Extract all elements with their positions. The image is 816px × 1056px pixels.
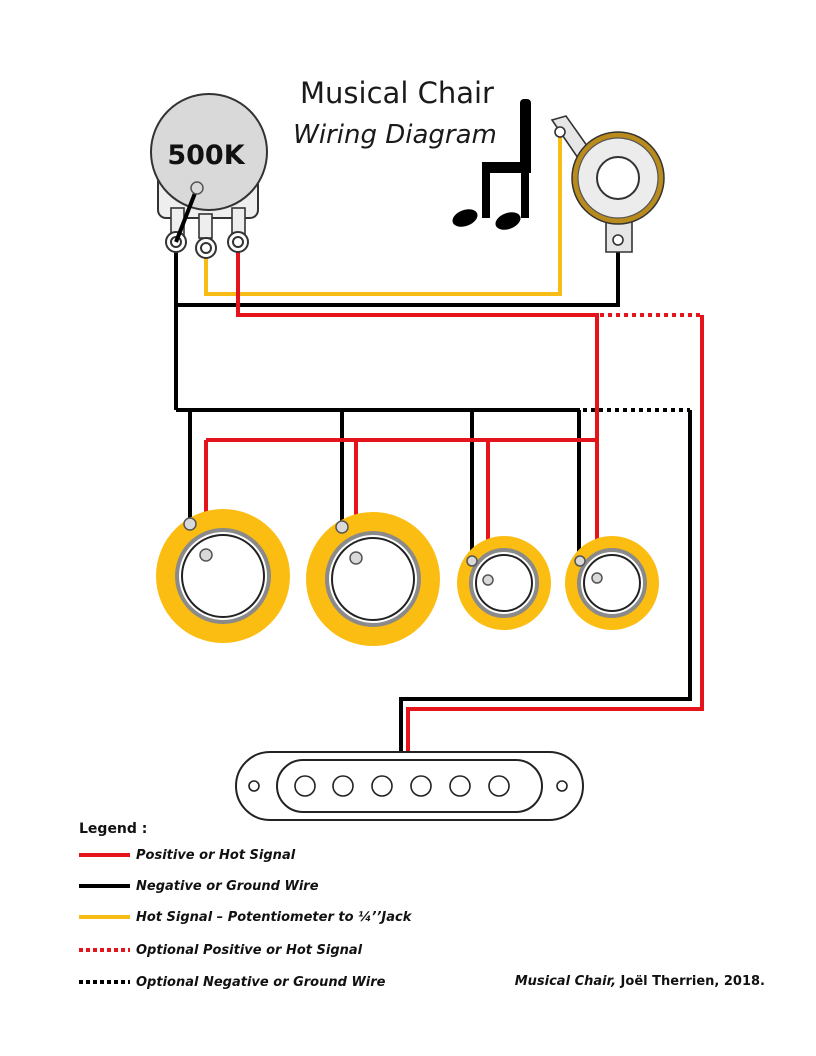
positive-signal-wire — [236, 248, 599, 576]
single-coil-pickup-icon — [235, 751, 584, 821]
legend-label-ground: Negative or Ground Wire — [136, 879, 319, 894]
diagram-subtitle: Wiring Diagram — [293, 120, 497, 150]
potentiometer: 500K — [150, 93, 268, 259]
credit-work: Musical Chair, — [515, 974, 616, 989]
quarter-inch-jack-icon — [550, 115, 665, 253]
legend-label-positive: Positive or Hot Signal — [136, 848, 296, 863]
legend-label-optional-ground: Optional Negative or Ground Wire — [136, 975, 386, 990]
legend-item-ground: Negative or Ground Wire — [79, 879, 319, 894]
legend-item-positive: Positive or Hot Signal — [79, 848, 296, 863]
legend: Legend : Positive or Hot Signal Negative… — [79, 821, 413, 990]
wiring — [174, 132, 704, 752]
pot-lug-middle — [195, 237, 217, 259]
musical-note-chair-icon — [452, 99, 531, 230]
piezo-disc-2 — [306, 512, 440, 646]
legend-item-optional-positive: Optional Positive or Hot Signal — [79, 943, 363, 958]
credit-author: Joël Therrien, 2018. — [616, 974, 765, 989]
legend-label-hot-pot: Hot Signal – Potentiometer to ¼’’Jack — [136, 910, 413, 925]
pot-lug-positive — [227, 231, 249, 253]
legend-heading: Legend : — [79, 821, 147, 837]
piezo-disc-3 — [457, 536, 551, 630]
credit-line: Musical Chair, Joël Therrien, 2018. — [515, 974, 765, 989]
legend-item-optional-ground: Optional Negative or Ground Wire — [79, 975, 386, 990]
legend-label-optional-positive: Optional Positive or Hot Signal — [136, 943, 363, 958]
ground-bus-wire — [174, 240, 620, 307]
pot-value-label: 500K — [167, 140, 245, 171]
legend-item-hot-pot: Hot Signal – Potentiometer to ¼’’Jack — [79, 910, 413, 925]
diagram-title: Musical Chair — [300, 76, 494, 110]
piezo-disc-4 — [565, 536, 659, 630]
hot-signal-wire — [204, 132, 562, 296]
piezo-disc-1 — [156, 509, 290, 643]
